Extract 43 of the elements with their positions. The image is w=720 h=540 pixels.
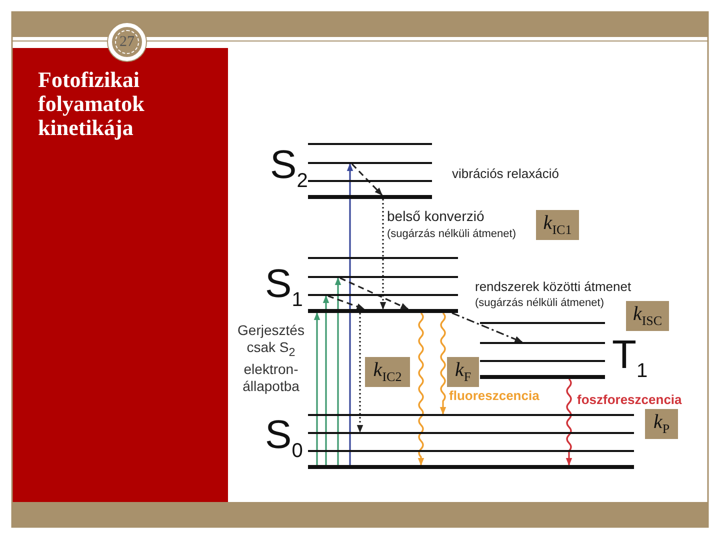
arrow — [334, 277, 342, 465]
state-label: T$_{1}$ — [612, 335, 648, 381]
wavy-arrow — [418, 312, 424, 466]
state-label: S$_{1}$ — [265, 264, 303, 310]
state-label: S$_{2}$ — [270, 145, 308, 191]
process-label: belső konverzió — [387, 208, 484, 224]
process-label: vibrációs relaxáció — [452, 166, 559, 181]
slide-title: Fotofizikai folyamatok kinetikája — [38, 68, 146, 140]
excitation-note: Gerjesztés csak S$_{2}$ elektron-állapotba — [236, 322, 306, 395]
arrow — [314, 312, 320, 465]
arrow — [322, 295, 330, 465]
state-label: S$_{0}$ — [265, 415, 303, 461]
rate-constant-label: k$_{ISC}$ — [626, 301, 669, 331]
energy-level-line — [308, 450, 634, 452]
energy-level-line — [308, 162, 432, 164]
process-label: foszforeszcencia — [577, 392, 682, 407]
energy-level-line — [308, 432, 634, 434]
process-note: (sugárzás nélküli átmenet) — [387, 228, 516, 240]
arrow — [328, 295, 365, 310]
wavy-arrow — [440, 312, 446, 415]
energy-level-line — [480, 342, 605, 344]
energy-level-line — [480, 322, 605, 324]
energy-level-line — [308, 276, 458, 278]
rate-constant-label: k$_{F}$ — [447, 357, 479, 387]
wavy-arrow — [566, 378, 572, 466]
process-label: fluoreszcencia — [449, 388, 540, 403]
rate-constant-label: k$_{P}$ — [645, 409, 678, 439]
arrow — [356, 313, 364, 433]
energy-level-line — [308, 180, 432, 182]
arrow — [346, 163, 354, 465]
arrow — [340, 277, 409, 310]
rate-constant-label: k$_{IC1}$ — [536, 210, 579, 240]
arrow — [452, 312, 523, 343]
rate-constant-label: k$_{IC2}$ — [365, 357, 410, 387]
process-note: (sugárzás nélküli átmenet) — [475, 297, 604, 309]
arrow — [351, 163, 383, 196]
process-label: rendszerek közötti átmenet — [475, 279, 632, 294]
energy-level-line — [308, 143, 432, 145]
arrow — [380, 199, 386, 310]
energy-level-line — [308, 257, 458, 259]
energy-level-line — [480, 360, 605, 362]
energy-level-line — [308, 414, 634, 416]
energy-level-line — [308, 294, 458, 296]
